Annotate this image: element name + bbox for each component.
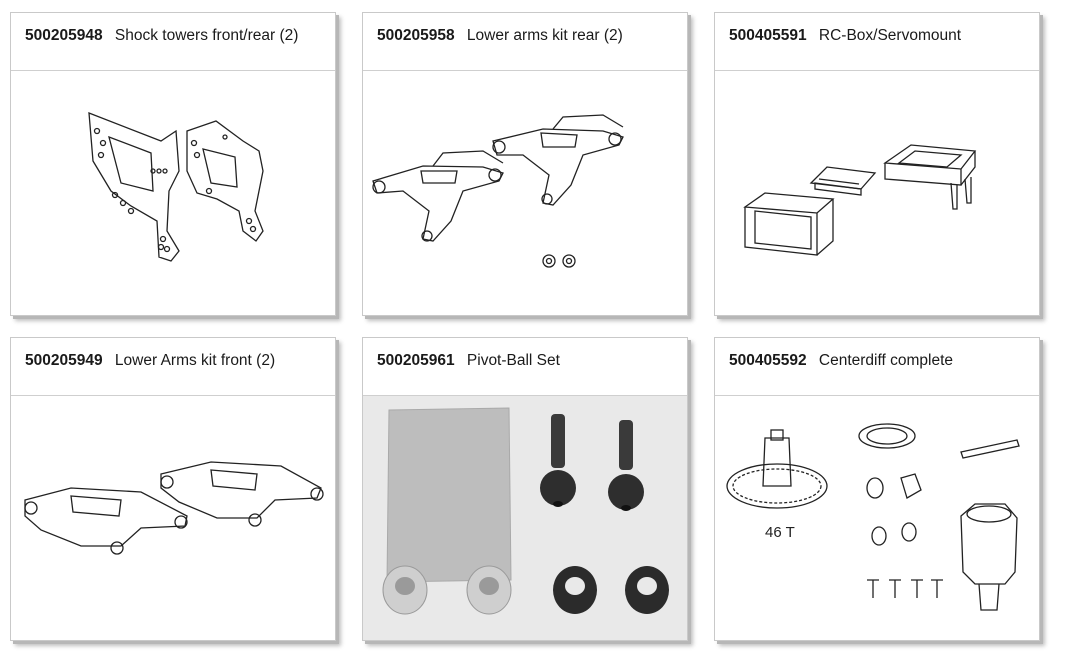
centerdiff-drawing: 46 T [715,396,1039,640]
part-number: 500205948 [25,27,103,44]
part-title: RC-Box/Servomount [818,27,962,44]
product-card-shock-towers[interactable]: 500205948 Shock towers front/rear (2) [10,12,336,316]
part-title: Lower arms kit rear (2) [466,27,623,44]
part-number: 500205949 [25,352,103,369]
part-number: 500405592 [729,352,807,369]
gear-teeth-label: 46 T [765,524,795,541]
card-header: 500205958 Lower arms kit rear (2) [363,13,687,71]
card-header: 500405592 Centerdiff complete [715,338,1039,396]
product-card-rc-box[interactable]: 500405591 RC-Box/Servomount [714,12,1040,316]
card-header: 500205961 Pivot-Ball Set [363,338,687,396]
pivot-ball-photo [363,396,687,640]
shock-towers-drawing [11,71,335,315]
product-card-pivot-ball-set[interactable]: 500205961 Pivot-Ball Set [362,337,688,641]
part-number: 500405591 [729,27,807,44]
lower-arms-front-drawing [11,396,335,640]
part-title: Pivot-Ball Set [466,352,560,369]
part-title: Shock towers front/rear (2) [114,27,299,44]
card-header: 500205949 Lower Arms kit front (2) [11,338,335,396]
part-title: Centerdiff complete [818,352,954,369]
product-card-lower-arms-front[interactable]: 500205949 Lower Arms kit front (2) [10,337,336,641]
product-card-lower-arms-rear[interactable]: 500205958 Lower arms kit rear (2) [362,12,688,316]
lower-arms-rear-drawing [363,71,687,315]
card-header: 500205948 Shock towers front/rear (2) [11,13,335,71]
rc-box-drawing [715,71,1039,315]
part-number: 500205961 [377,352,455,369]
part-number: 500205958 [377,27,455,44]
card-header: 500405591 RC-Box/Servomount [715,13,1039,71]
product-card-centerdiff[interactable]: 500405592 Centerdiff complete [714,337,1040,641]
part-title: Lower Arms kit front (2) [114,352,276,369]
